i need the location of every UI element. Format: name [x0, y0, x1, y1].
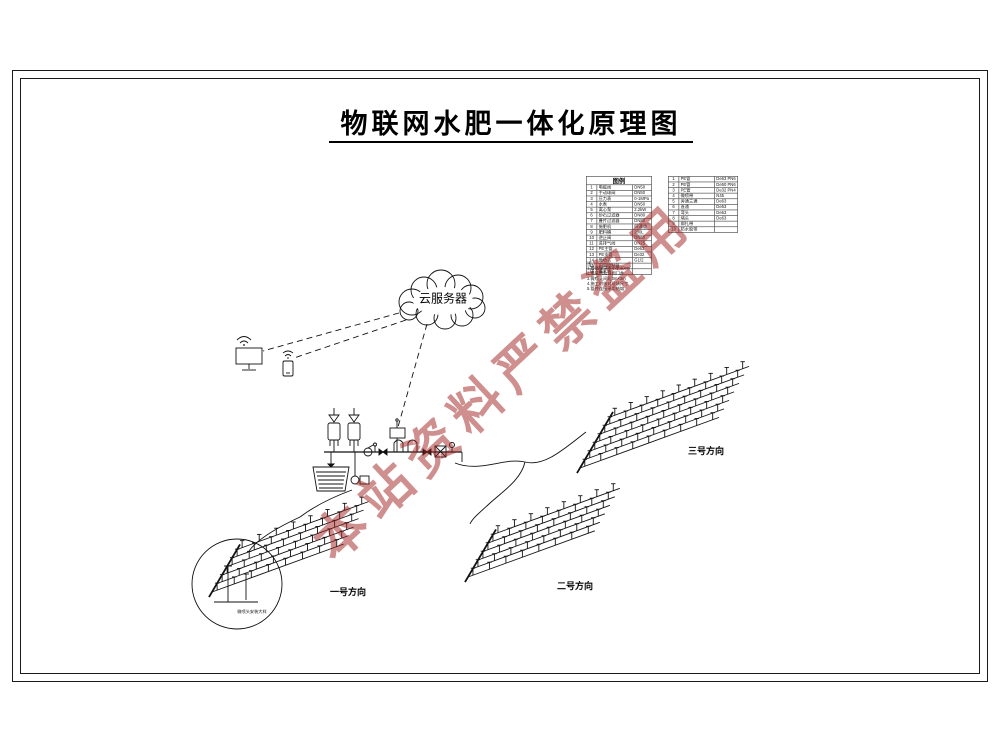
irrigation-field-3 — [576, 361, 750, 474]
legend-cell: De63 — [714, 209, 738, 216]
legend-cell — [714, 226, 738, 233]
legend-note-line: 3.微喷头间距3m×3m — [587, 277, 626, 282]
legend-note-line: 注: — [587, 262, 593, 267]
legend-cell: DN80 — [632, 212, 652, 219]
detail-callout — [191, 538, 283, 630]
field-label-direction-3: 三号方向 — [688, 446, 725, 456]
legend-cell: 10 — [667, 226, 680, 233]
legend-cell: PE管 — [678, 181, 715, 188]
pump-and-filters — [324, 439, 463, 462]
legend-cell: 0-1MPa — [632, 195, 652, 202]
water-tank — [312, 452, 370, 492]
legend-cell — [632, 268, 652, 275]
legend-header: 图例 — [585, 176, 652, 186]
legend-cell: 弯头 — [678, 209, 715, 216]
field-label-direction-2: 二号方向 — [557, 581, 594, 591]
monitor-icon — [235, 336, 263, 371]
sheet-outer-border — [12, 70, 988, 682]
page-title: 物联网水肥一体化原理图 — [340, 109, 682, 139]
title-underline — [329, 141, 693, 143]
legend-cell: DN25 — [632, 240, 652, 247]
legend-note-line: 4.施工时核对现场尺寸 — [587, 282, 629, 287]
legend-cell: De50 PN6 — [714, 181, 738, 188]
cloud-server-icon — [398, 269, 486, 330]
legend-note-line: 5.管件连接采用热熔 — [587, 287, 625, 292]
legend-cell: DN50 — [632, 184, 652, 191]
legend-cell: De63 PN6 — [714, 176, 738, 183]
legend-cell: 防水胶带 — [678, 226, 715, 233]
legend-title: 图例 — [585, 176, 652, 186]
phone-icon — [282, 350, 294, 377]
network-links — [262, 312, 428, 428]
fertilizer-tanks — [327, 408, 361, 452]
cloud-server-label: 云服务器 — [418, 291, 468, 306]
legend-cell: 四通道 — [632, 223, 652, 230]
field-label-direction-1: 一号方向 — [330, 587, 367, 597]
legend-note-line: 1.管道埋深不小于40cm — [587, 267, 631, 272]
field-controller — [389, 418, 406, 452]
detail-note: 微喷头安装大样 — [237, 610, 267, 615]
irrigation-field-1 — [208, 496, 369, 598]
legend-cell: De32 PN4 — [714, 187, 738, 194]
legend-cell: De63 — [714, 198, 738, 205]
legend-note-line: 2.电磁阀处设阀门井 — [587, 272, 625, 277]
sheet-inner-border — [20, 78, 980, 674]
legend-cell: 旁通三通 — [678, 198, 715, 205]
irrigation-field-2 — [464, 483, 621, 583]
